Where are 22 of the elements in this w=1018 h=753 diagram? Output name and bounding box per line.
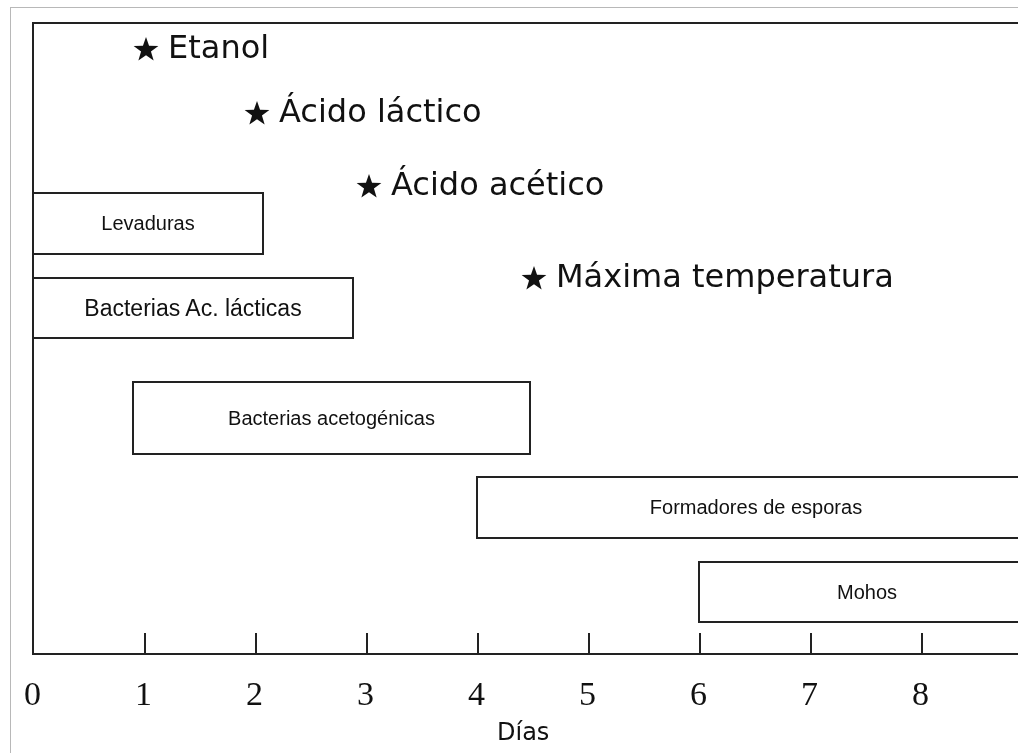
tick-label: 3	[357, 677, 374, 711]
tick-label: 8	[912, 677, 929, 711]
bar-label: Mohos	[837, 580, 897, 604]
bar-label: Bacterias acetogénicas	[228, 406, 435, 430]
tick-label: 4	[468, 677, 485, 711]
event-label: Etanol	[168, 31, 270, 63]
time-range-bar	[132, 381, 531, 455]
bar-label: Formadores de esporas	[649, 496, 863, 519]
time-range-bar	[32, 277, 354, 339]
bar-label: Levaduras	[101, 212, 195, 235]
tick-label: 5	[579, 677, 596, 711]
event-label: Máxima temperatura	[556, 260, 894, 292]
tick-label: 0	[24, 677, 41, 711]
time-range-bar	[32, 192, 264, 255]
tick-label: 2	[246, 677, 263, 711]
tick-label: 6	[690, 677, 707, 711]
tick-label: 1	[135, 677, 152, 711]
time-range-bar	[476, 476, 1018, 539]
tick-label: 7	[801, 677, 818, 711]
time-range-bar	[698, 561, 1018, 623]
bar-label: Bacterias Ac. lácticas	[84, 294, 302, 322]
axis-title: Días	[497, 720, 550, 744]
